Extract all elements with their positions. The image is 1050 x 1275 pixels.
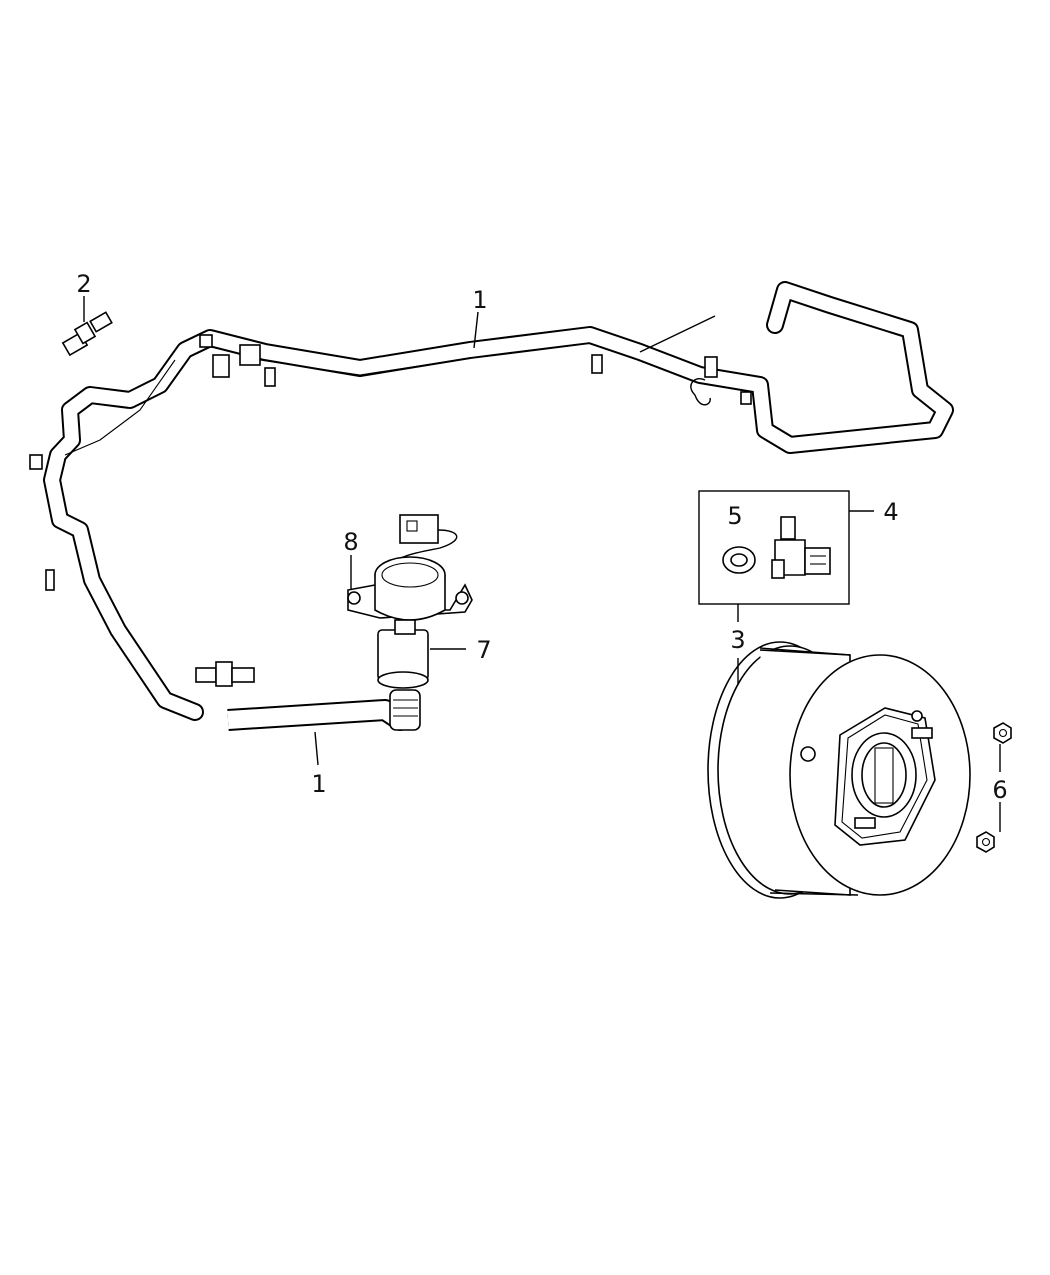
callout-check-valve-top: 2 (76, 270, 91, 298)
callout-pump-bracket: 8 (343, 528, 358, 556)
callout-hose-lower: 1 (311, 770, 326, 798)
vacuum-sensor (771, 516, 831, 579)
leader-lines (83, 296, 1001, 832)
callout-nut: 6 (992, 776, 1007, 804)
callout-hose-upper: 1 (472, 286, 487, 314)
vacuum-hose-upper (29, 281, 954, 721)
grommet (722, 546, 756, 574)
callout-sensor-kit: 4 (883, 498, 898, 526)
check-valve-middle (195, 661, 255, 687)
callout-vacuum-pump: 7 (476, 636, 491, 664)
check-valve-top (61, 311, 113, 357)
vacuum-pump (347, 514, 473, 689)
callout-booster: 3 (730, 626, 745, 654)
brake-booster (707, 641, 971, 899)
sensor-kit-box (698, 490, 850, 605)
vacuum-hose-lower (227, 689, 421, 731)
callout-grommet: 5 (727, 502, 742, 530)
nuts (976, 722, 1012, 853)
